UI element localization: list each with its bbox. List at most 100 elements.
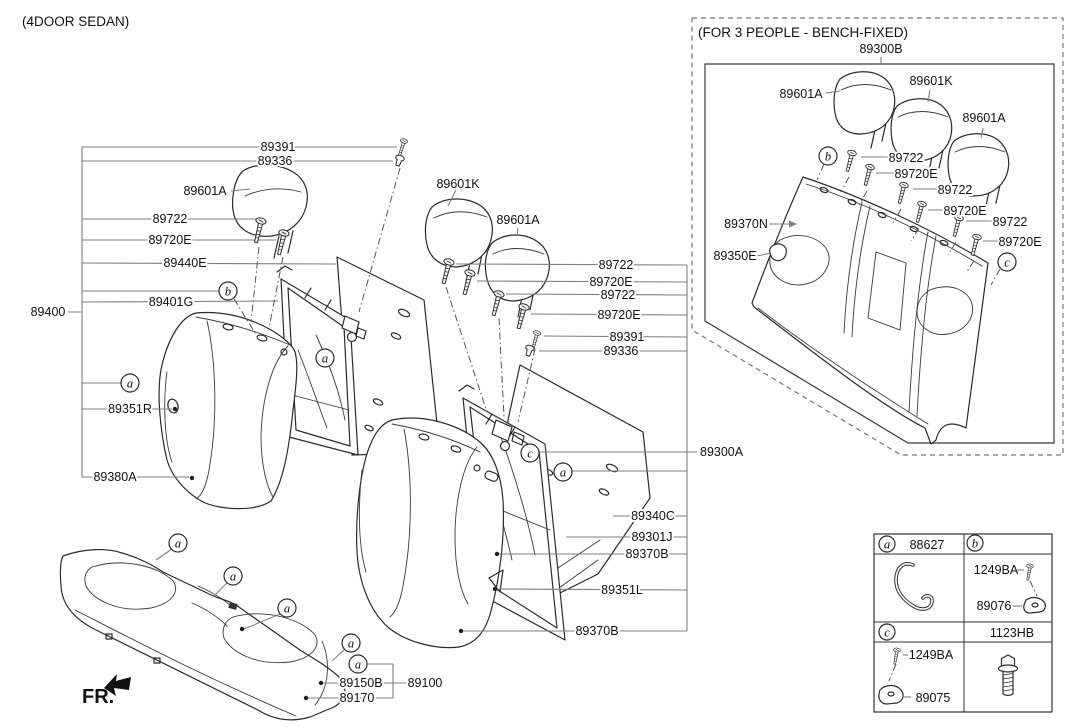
marker-letter: a: [560, 466, 566, 480]
callout-89722-b3: 89722: [993, 215, 1028, 229]
leader-lines: [68, 57, 1004, 699]
marker-a-cushion-2: a: [223, 566, 243, 586]
headrest-89601K-center: [424, 198, 493, 283]
callout-89300B: 89300B: [859, 42, 902, 56]
callout-89722-c2: 89722: [601, 288, 636, 302]
callout-89720E-b3: 89720E: [998, 235, 1041, 249]
callout-89720E-b1: 89720E: [894, 167, 937, 181]
callout-89391: 89391: [261, 140, 296, 154]
callout-89351L: 89351L: [601, 583, 643, 597]
marker-a-cushion-5: a: [348, 654, 368, 674]
callout-89722-b1: 89722: [889, 151, 924, 165]
callout-89601K: 89601K: [436, 177, 480, 191]
callout-89391-c: 89391: [610, 330, 645, 344]
screw-icon-bench-4: [912, 199, 928, 224]
callout-89370B-upper: 89370B: [625, 547, 668, 561]
bench-box-title: (FOR 3 PEOPLE - BENCH-FIXED): [698, 25, 908, 40]
legend-code-1249BA-b: 1249BA: [974, 563, 1019, 577]
headrest-89601A-center: [484, 234, 550, 318]
legend-code-1123HB: 1123HB: [990, 626, 1034, 640]
marker-letter: a: [884, 538, 890, 552]
marker-letter: a: [322, 352, 328, 366]
callout-89722: 89722: [153, 212, 188, 226]
callout-89351R: 89351R: [108, 402, 152, 416]
seatback-cover-89380A: [158, 311, 298, 510]
legend-code-1249BA-c: 1249BA: [909, 648, 954, 662]
arrowhead-89370N: [789, 220, 797, 228]
marker-c-bench: c: [997, 252, 1017, 272]
marker-letter: a: [230, 570, 236, 584]
screw-icon-bench-2: [860, 162, 876, 187]
labels: (4DOOR SEDAN) 89391 89336 89601A 89722 8…: [22, 14, 1044, 708]
legend-table: a 88627 b 1249BA 89076 c 1249BA: [873, 533, 1053, 713]
marker-letter: b: [972, 537, 978, 551]
marker-b-left: b: [218, 281, 238, 301]
callout-89300A: 89300A: [700, 445, 744, 459]
bench-fixed-box: [691, 17, 1064, 456]
screw-icon-bench-3: [894, 180, 910, 205]
seatback-cover-center: [356, 417, 505, 649]
marker-letter: a: [355, 658, 361, 672]
marker-c-center: c: [520, 443, 540, 463]
callout-89440E: 89440E: [163, 256, 206, 270]
marker-letter: a: [127, 377, 133, 391]
callout-89722-b2: 89722: [938, 183, 973, 197]
marker-a-left: a: [120, 373, 140, 393]
variant-title: (4DOOR SEDAN): [22, 14, 129, 29]
screw-icon-89720E-c1: [458, 268, 477, 297]
legend-cell-c: c 1249BA 89075: [878, 623, 956, 707]
legend-cell-a: a 88627: [878, 535, 946, 611]
bench-headrest-left: [833, 71, 896, 149]
marker-letter: c: [1004, 256, 1010, 270]
marker-letter: a: [284, 602, 290, 616]
callout-89601A-c: 89601A: [496, 213, 540, 227]
callout-89336: 89336: [258, 154, 293, 168]
circled-markers: b a a c a a a a a a b c: [120, 146, 1017, 674]
callout-89601A-b1: 89601A: [779, 87, 823, 101]
callout-89401G: 89401G: [149, 295, 193, 309]
fr-direction-label: FR.: [82, 686, 114, 708]
seat-cushion: [59, 549, 346, 721]
callout-89350E: 89350E: [713, 249, 756, 263]
legend-cell-bolt: 1123HB: [988, 624, 1036, 697]
marker-a-center: a: [553, 462, 573, 482]
marker-a-cushion-3: a: [277, 598, 297, 618]
callout-89340C: 89340C: [631, 509, 675, 523]
callout-89400: 89400: [31, 305, 66, 319]
legend-code-88627: 88627: [910, 538, 945, 552]
bushing-icon-89336-top: [392, 153, 406, 168]
marker-letter: c: [884, 626, 890, 640]
legend-code-89076: 89076: [977, 599, 1012, 613]
marker-letter: b: [825, 150, 831, 164]
seatback-frame-89401G: [276, 265, 367, 456]
callout-89720E-c1: 89720E: [589, 275, 632, 289]
screw-icon-89720E-c2: [512, 302, 531, 331]
callout-89301J: 89301J: [631, 530, 672, 544]
marker-a-frame: a: [315, 348, 335, 368]
marker-letter: c: [527, 447, 533, 461]
callout-89722-c1: 89722: [599, 258, 634, 272]
clip-icon-89075: [878, 684, 904, 705]
callout-89336-c: 89336: [604, 344, 639, 358]
callout-89380A: 89380A: [93, 470, 137, 484]
callout-89370B-lower: 89370B: [575, 624, 618, 638]
marker-letter: a: [175, 537, 181, 551]
callout-89601A: 89601A: [183, 184, 227, 198]
bench-seatback-89370N: [751, 176, 989, 445]
legend-cell-b: b 1249BA 89076: [966, 534, 1046, 615]
marker-letter: a: [348, 637, 354, 651]
callout-89170: 89170: [340, 691, 375, 705]
callout-89601K-b: 89601K: [909, 74, 953, 88]
headrest-89601A-left: [232, 164, 308, 259]
callout-89720E-c2: 89720E: [597, 308, 640, 322]
callout-89370N: 89370N: [724, 217, 768, 231]
clip-icon-89076: [1023, 596, 1046, 614]
callout-89720E: 89720E: [148, 233, 191, 247]
marker-a-cushion-1: a: [168, 533, 188, 553]
bench-headrest-center: [890, 98, 953, 176]
fr-arrow-icon: [104, 674, 131, 696]
screw-icon-89722-c2: [487, 289, 506, 318]
callout-89100: 89100: [408, 676, 443, 690]
leader-dots: [172, 406, 500, 701]
